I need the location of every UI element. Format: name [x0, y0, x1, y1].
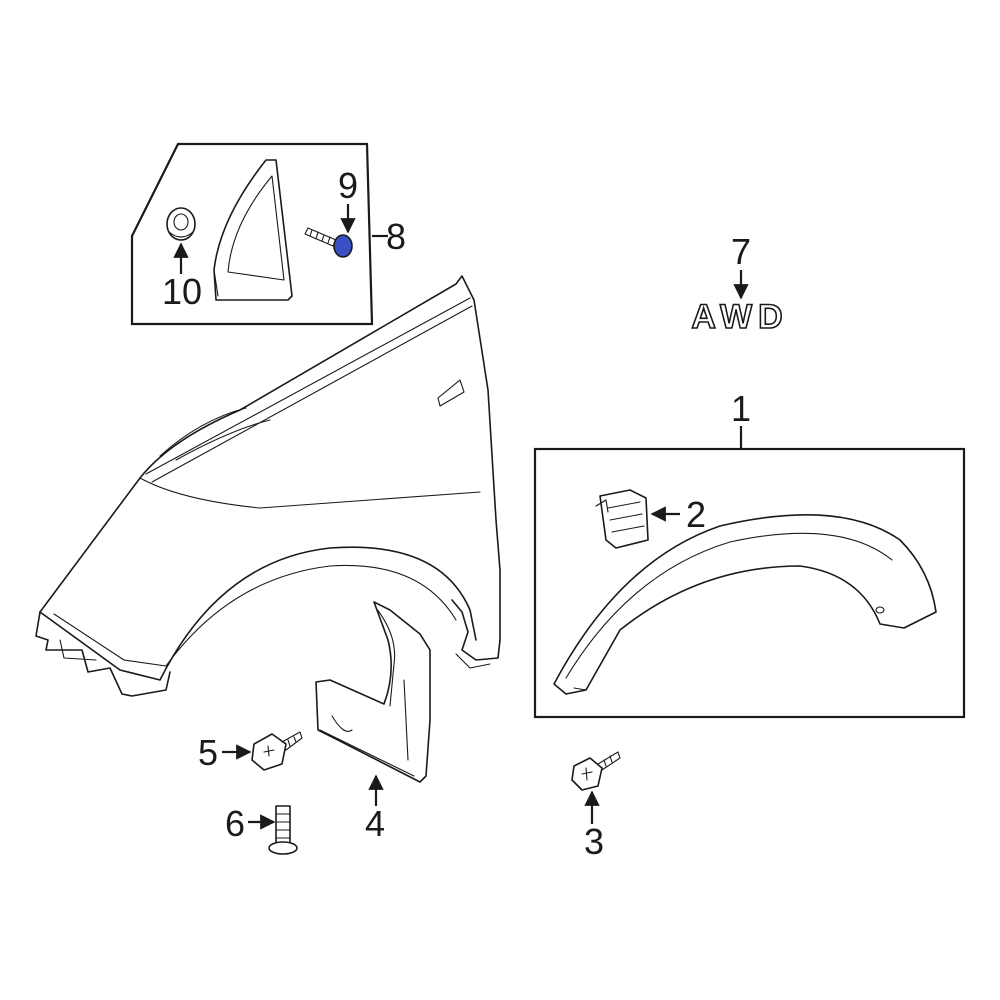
callout-8: 8 [386, 216, 406, 257]
badge-text: AWD [691, 298, 788, 336]
callout-10: 10 [162, 271, 202, 312]
part-6-bolt[interactable] [268, 805, 298, 855]
part-10-clip[interactable] [166, 207, 196, 241]
part-3-screw[interactable] [571, 751, 621, 791]
callout-1: 1 [731, 388, 751, 429]
callout-6: 6 [225, 803, 245, 844]
callout-9: 9 [338, 165, 358, 206]
fender-panel [35, 275, 501, 697]
callout-2: 2 [686, 494, 706, 535]
callout-4: 4 [365, 803, 385, 844]
group-box-1 [533, 447, 966, 719]
part-5-screw[interactable] [251, 731, 303, 771]
callout-5: 5 [198, 732, 218, 773]
part-1-arch-molding[interactable] [553, 514, 937, 695]
callout-3: 3 [584, 821, 604, 862]
part-2-clip[interactable] [595, 489, 649, 549]
part-8-garnish[interactable] [213, 159, 293, 301]
part-9-screw[interactable] [304, 227, 353, 258]
part-4-mud-flap[interactable] [315, 601, 431, 783]
callout-7: 7 [731, 231, 751, 272]
group-box-8 [130, 142, 374, 326]
part-7-awd-badge[interactable]: AWD [691, 297, 788, 337]
